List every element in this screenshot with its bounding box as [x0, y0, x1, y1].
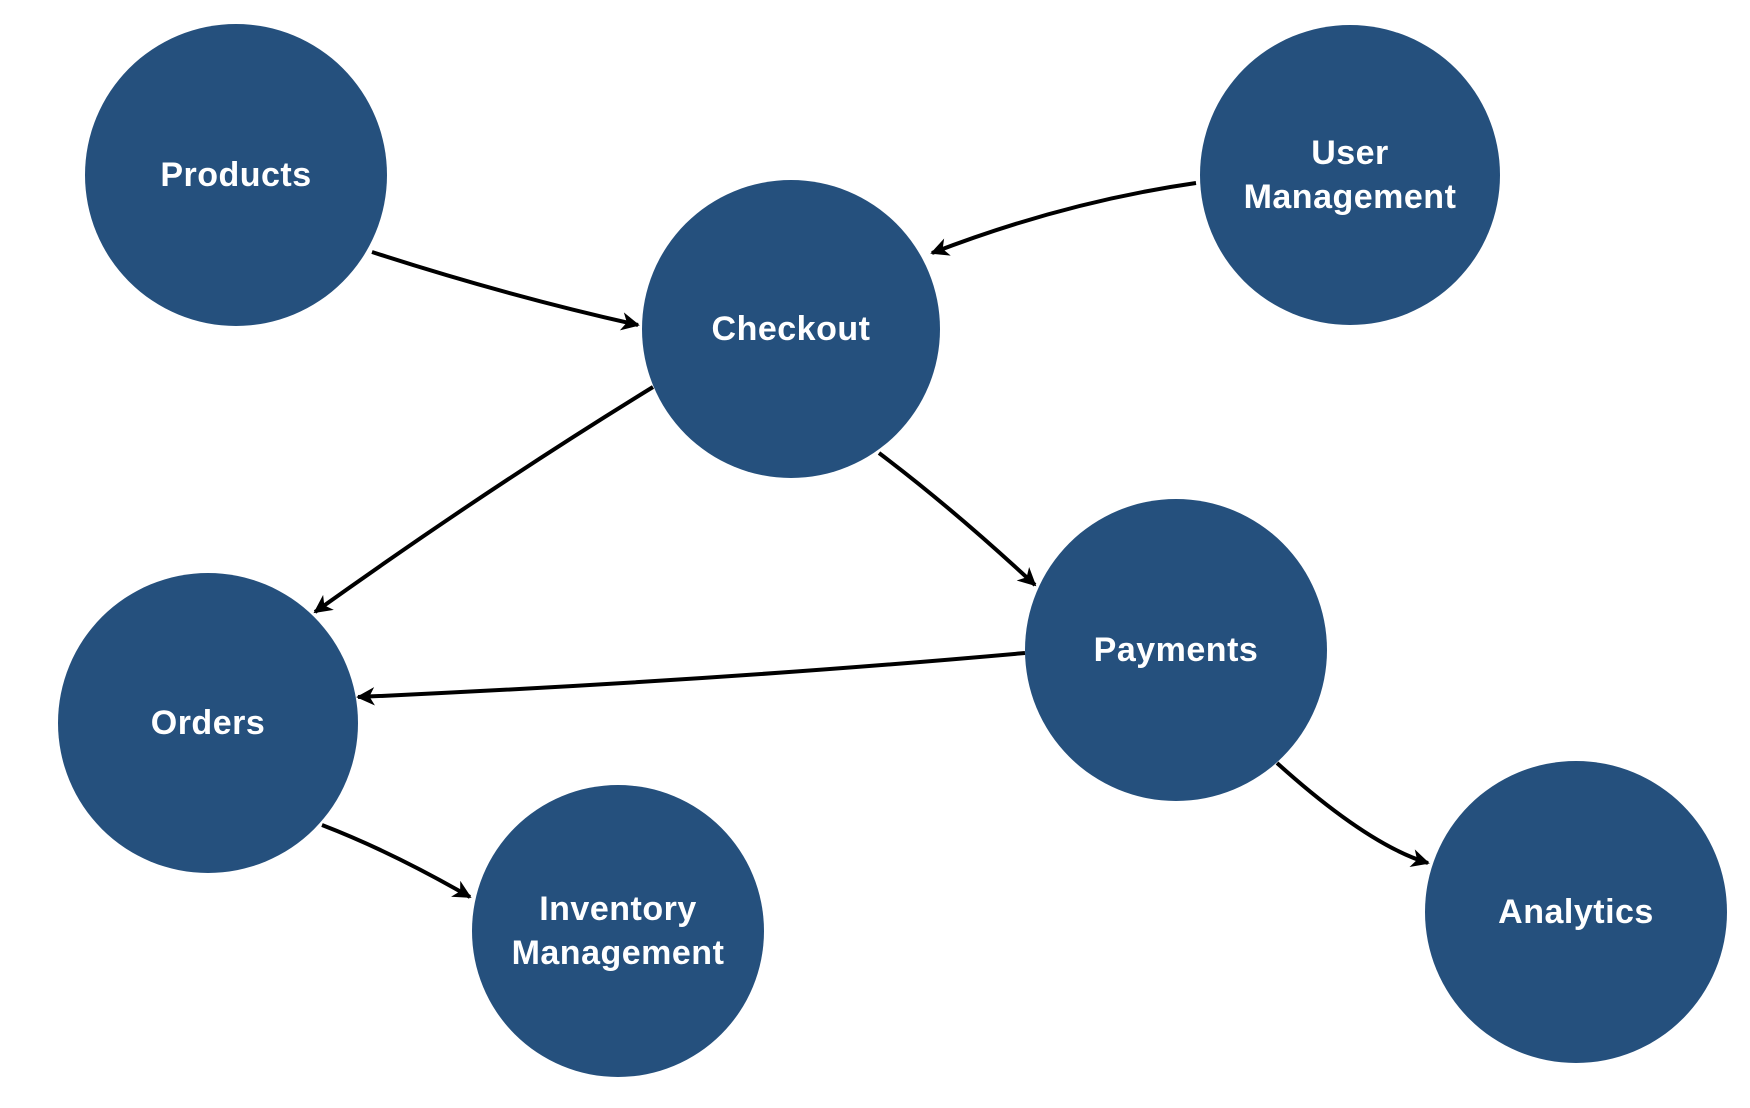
node-label-line: Payments — [1094, 631, 1259, 669]
node-label-line: Checkout — [712, 310, 871, 348]
edge-orders-to-inventory-management — [321, 823, 472, 899]
edge-checkout-to-payments — [877, 451, 1037, 587]
edge-user-management-to-checkout — [930, 181, 1197, 256]
node-payments-label: Payments — [1094, 631, 1259, 669]
node-checkout-label: Checkout — [712, 310, 871, 348]
node-analytics-label: Analytics — [1498, 893, 1654, 931]
node-label-line: Management — [1244, 178, 1457, 216]
node-user-management-circle[interactable] — [1200, 25, 1500, 325]
node-label-line: Management — [512, 934, 725, 972]
node-orders-label: Orders — [151, 704, 266, 742]
node-products[interactable]: Products — [85, 24, 387, 326]
edge-products-to-checkout — [371, 250, 640, 331]
node-label-line: User — [1311, 134, 1389, 172]
node-analytics-circle[interactable] — [1425, 761, 1727, 1063]
node-payments[interactable]: Payments — [1025, 499, 1327, 801]
node-label-line: Inventory — [539, 890, 697, 928]
node-label-line: Orders — [151, 704, 266, 742]
node-checkout[interactable]: Checkout — [642, 180, 940, 478]
node-label-line: Products — [160, 156, 311, 194]
node-orders[interactable]: Orders — [58, 573, 358, 873]
edge-payments-to-analytics — [1275, 761, 1430, 868]
node-products-label: Products — [160, 156, 311, 194]
node-analytics[interactable]: Analytics — [1425, 761, 1727, 1063]
edge-checkout-to-orders — [313, 385, 655, 614]
node-orders-circle[interactable] — [58, 573, 358, 873]
node-inventory-management-circle[interactable] — [472, 785, 764, 1077]
node-checkout-circle[interactable] — [642, 180, 940, 478]
node-label-line: Analytics — [1498, 893, 1654, 931]
edge-payments-to-orders — [356, 651, 1026, 706]
node-products-circle[interactable] — [85, 24, 387, 326]
node-payments-circle[interactable] — [1025, 499, 1327, 801]
